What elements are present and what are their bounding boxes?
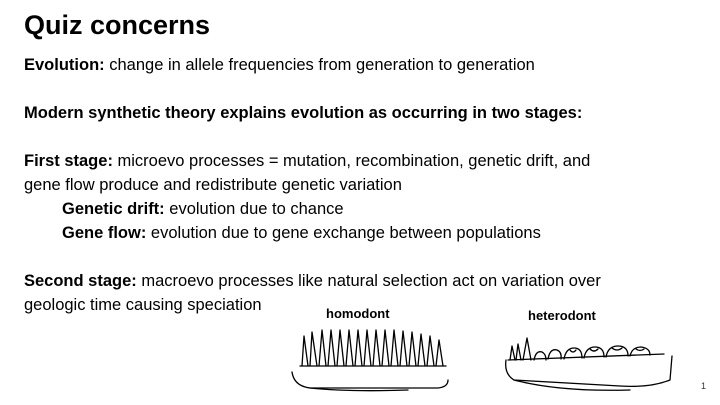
gene-flow-definition: Gene flow: evolution due to gene exchang… (62, 222, 541, 244)
slide-title: Quiz concerns (24, 10, 211, 40)
evolution-text: change in allele frequencies from genera… (104, 56, 535, 74)
synthetic-theory-text: Modern synthetic theory explains evoluti… (24, 104, 583, 122)
genetic-drift-definition: Genetic drift: evolution due to chance (62, 198, 344, 220)
genetic-drift-text: evolution due to chance (164, 200, 344, 218)
page-number: 1 (700, 381, 706, 391)
first-stage-line-1: First stage: microevo processes = mutati… (24, 150, 590, 172)
homodont-jaw-illustration (291, 329, 449, 392)
second-stage-text-1: macroevo processes like natural selectio… (136, 272, 601, 290)
second-stage-line-1: Second stage: macroevo processes like na… (24, 270, 601, 292)
second-stage-text-2: geologic time causing speciation (24, 296, 262, 314)
first-stage-line-2: gene flow produce and redistribute genet… (24, 174, 402, 196)
first-stage-text-2: gene flow produce and redistribute genet… (24, 176, 402, 194)
evolution-definition: Evolution: change in allele frequencies … (24, 54, 535, 76)
first-stage-text-1: microevo processes = mutation, recombina… (112, 152, 591, 170)
evolution-term: Evolution: (24, 56, 105, 74)
heterodont-jaw-illustration (505, 337, 673, 391)
heterodont-label: heterodont (528, 308, 596, 323)
gene-flow-text: evolution due to gene exchange between p… (146, 224, 541, 242)
synthetic-theory-heading: Modern synthetic theory explains evoluti… (24, 102, 582, 124)
homodont-label: homodont (326, 306, 390, 321)
gene-flow-term: Gene flow: (62, 224, 147, 242)
second-stage-term: Second stage: (24, 272, 137, 290)
first-stage-term: First stage: (24, 152, 113, 170)
genetic-drift-term: Genetic drift: (62, 200, 165, 218)
second-stage-line-2: geologic time causing speciation (24, 294, 262, 316)
